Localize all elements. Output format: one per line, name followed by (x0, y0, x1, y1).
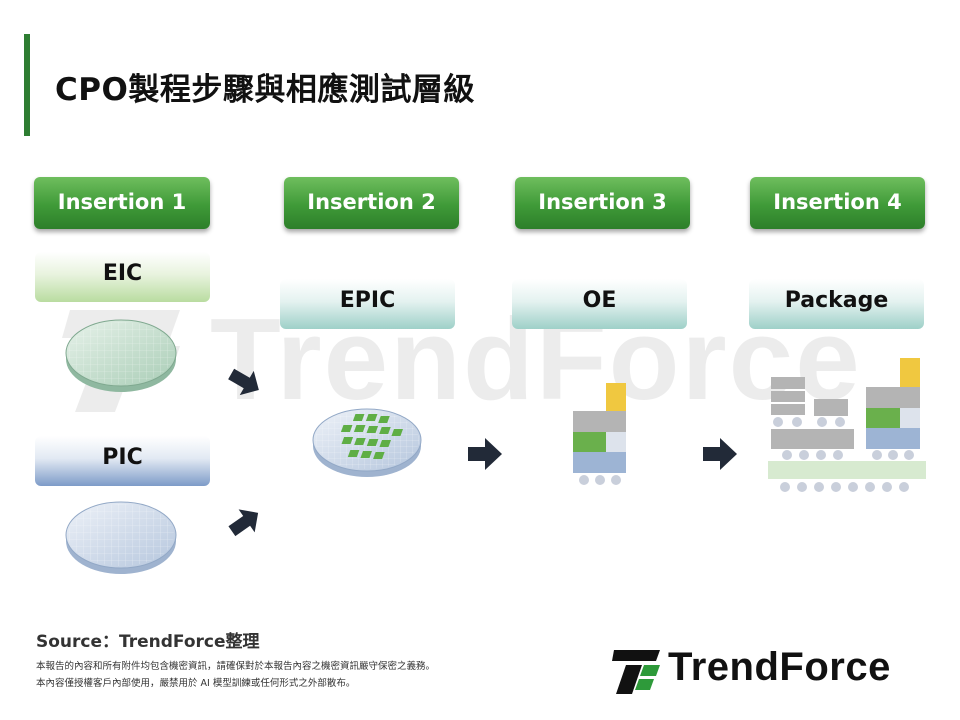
stage-pic-label: PIC (35, 436, 210, 486)
pic-wafer-icon (65, 501, 177, 574)
source-text: Source：TrendForce整理 (36, 632, 260, 652)
arrow-epic-to-oe-icon (468, 438, 502, 470)
stage-package-label: Package (749, 279, 924, 329)
title-accent-bar (24, 34, 30, 136)
stage-epic-label: EPIC (280, 279, 455, 329)
disclaimer-line-1: 本報告的內容和所有附件均包含機密資訊，請確保對於本報告內容之機密資訊嚴守保密之義… (36, 661, 436, 672)
eic-wafer-icon (65, 319, 177, 392)
page-title: CPO製程步驟與相應測試層級 (55, 72, 475, 108)
trendforce-logo: TrendForce (612, 645, 932, 696)
arrow-pic-to-epic-icon (228, 509, 259, 537)
arrow-oe-to-package-icon (703, 438, 737, 470)
package-diagram (768, 358, 926, 492)
arrow-eic-to-epic-icon (228, 368, 259, 396)
disclaimer-line-2: 本內容僅授權客戶內部使用，嚴禁用於 AI 模型訓練或任何形式之外部散布。 (36, 678, 356, 689)
insertion-1-header: Insertion 1 (34, 177, 210, 229)
epic-wafer-icon (312, 408, 422, 477)
insertion-4-header: Insertion 4 (750, 177, 925, 229)
oe-stack-diagram (573, 383, 626, 485)
insertion-3-header: Insertion 3 (515, 177, 690, 229)
stage-oe-label: OE (512, 279, 687, 329)
stage-eic-label: EIC (35, 252, 210, 302)
logo-text: TrendForce (668, 645, 891, 689)
insertion-2-header: Insertion 2 (284, 177, 459, 229)
trendforce-logo-icon (612, 650, 660, 694)
